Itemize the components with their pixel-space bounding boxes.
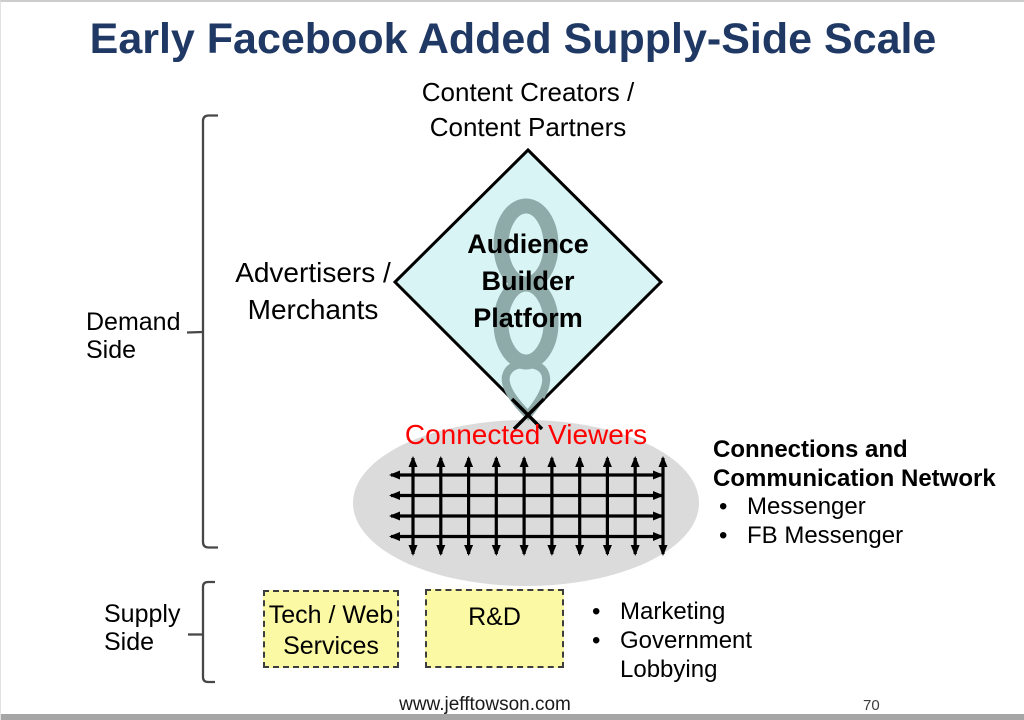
- network-grid-icon: [389, 456, 668, 556]
- demand-side-line1: Demand: [86, 308, 181, 336]
- content-creators-label: Content Creators / Content Partners: [328, 75, 728, 145]
- supply-bracket-icon: [188, 580, 215, 684]
- tech-box-line1: Tech / Web: [268, 601, 394, 629]
- tech-box-line2: Services: [283, 632, 379, 660]
- advertisers-line2: Merchants: [247, 294, 379, 325]
- bullet-messenger: Messenger: [713, 492, 1013, 521]
- bullet-government-lobbying: Government Lobbying: [586, 626, 761, 684]
- network-note-title-line2: Communication Network: [713, 465, 996, 492]
- supply-side-line2: Side: [104, 628, 155, 656]
- slide-title: Early Facebook Added Supply-Side Scale: [89, 15, 937, 63]
- supply-side-label: Supply Side: [104, 600, 244, 656]
- demand-side-label: Demand Side: [86, 308, 226, 364]
- connected-viewers-label: Connected Viewers: [404, 419, 648, 450]
- bottom-edge-bar: [1, 714, 1024, 720]
- supply-side-line1: Supply: [104, 600, 181, 628]
- rd-box: R&D: [425, 589, 564, 668]
- demand-bracket-icon: [186, 114, 218, 549]
- audience-line3: Platform: [473, 303, 583, 333]
- content-creators-line1: Content Creators /: [421, 77, 635, 107]
- network-note-title-line1: Connections and: [713, 436, 908, 463]
- network-note-bullets: Messenger FB Messenger: [713, 492, 1013, 550]
- tech-web-services-box: Tech / Web Services: [263, 590, 399, 668]
- bullet-marketing: Marketing: [586, 597, 761, 626]
- audience-platform-label: Audience Builder Platform: [408, 226, 648, 337]
- footer-url: www.jefftowson.com: [399, 694, 571, 715]
- page-number: 70: [863, 697, 880, 714]
- demand-side-line2: Side: [86, 336, 137, 364]
- network-note-title: Connections and Communication Network: [713, 435, 1013, 493]
- audience-line2: Builder: [481, 266, 575, 296]
- supply-bullets: Marketing Government Lobbying: [586, 597, 761, 684]
- audience-line1: Audience: [467, 229, 589, 259]
- infinity-chain-icon: [493, 198, 559, 421]
- advertisers-label: Advertisers / Merchants: [163, 254, 463, 328]
- advertisers-line1: Advertisers /: [235, 257, 391, 288]
- diamond-x-crossing: [510, 397, 546, 431]
- content-creators-line2: Content Partners: [429, 112, 627, 142]
- bullet-fb-messenger: FB Messenger: [713, 521, 1013, 550]
- rd-box-line1: R&D: [468, 603, 521, 631]
